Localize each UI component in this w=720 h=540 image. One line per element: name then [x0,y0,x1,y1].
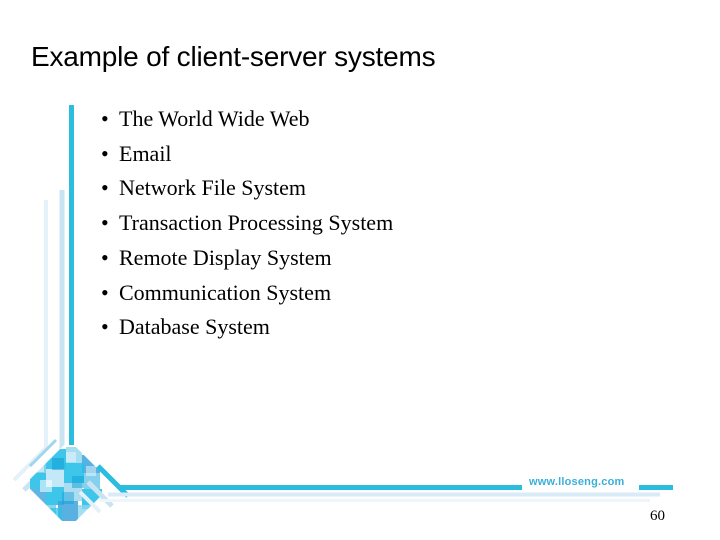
bullet-marker-icon: • [101,140,109,166]
bullet-marker-icon: • [101,244,109,270]
deco-line-faint-secondary [22,190,65,492]
page-number: 60 [650,508,665,524]
list-item-label: Communication System [119,279,332,305]
list-item: • Database System [100,310,620,345]
footer-url-label: www.lloseng.com [529,476,625,488]
list-item-label: Remote Display System [119,244,332,270]
list-item-label: Transaction Processing System [119,210,394,236]
list-item-label: The World Wide Web [119,106,310,131]
bullet-marker-icon: • [101,314,109,340]
deco-line-lower-diag-cyan [96,464,130,498]
list-item-label: Database System [119,314,270,340]
list-item: • Communication System [100,276,620,311]
deco-line-lower-diag-ghost [78,490,102,514]
list-item: • Remote Display System [100,241,620,276]
deco-line-pale-tertiary [28,438,58,468]
bullet-list: • The World Wide Web • Email • Network F… [100,102,620,345]
deco-line-ghost-outer [12,200,48,482]
bullet-marker-icon: • [101,106,109,131]
bullet-marker-icon: • [101,279,109,305]
bullet-marker-icon: • [101,210,109,236]
mosaic-diamond [26,445,110,525]
list-item: • Transaction Processing System [100,206,620,241]
deco-line-lower-diag-faint [86,480,114,508]
page-title: Example of client-server systems [31,41,436,72]
bullet-marker-icon: • [101,175,109,201]
list-item: • The World Wide Web [100,102,620,137]
list-item: • Network File System [100,171,620,206]
list-item-label: Network File System [119,175,306,201]
list-item: • Email [100,137,620,172]
list-item-label: Email [119,140,172,166]
deco-line-main-cyan [38,105,74,484]
